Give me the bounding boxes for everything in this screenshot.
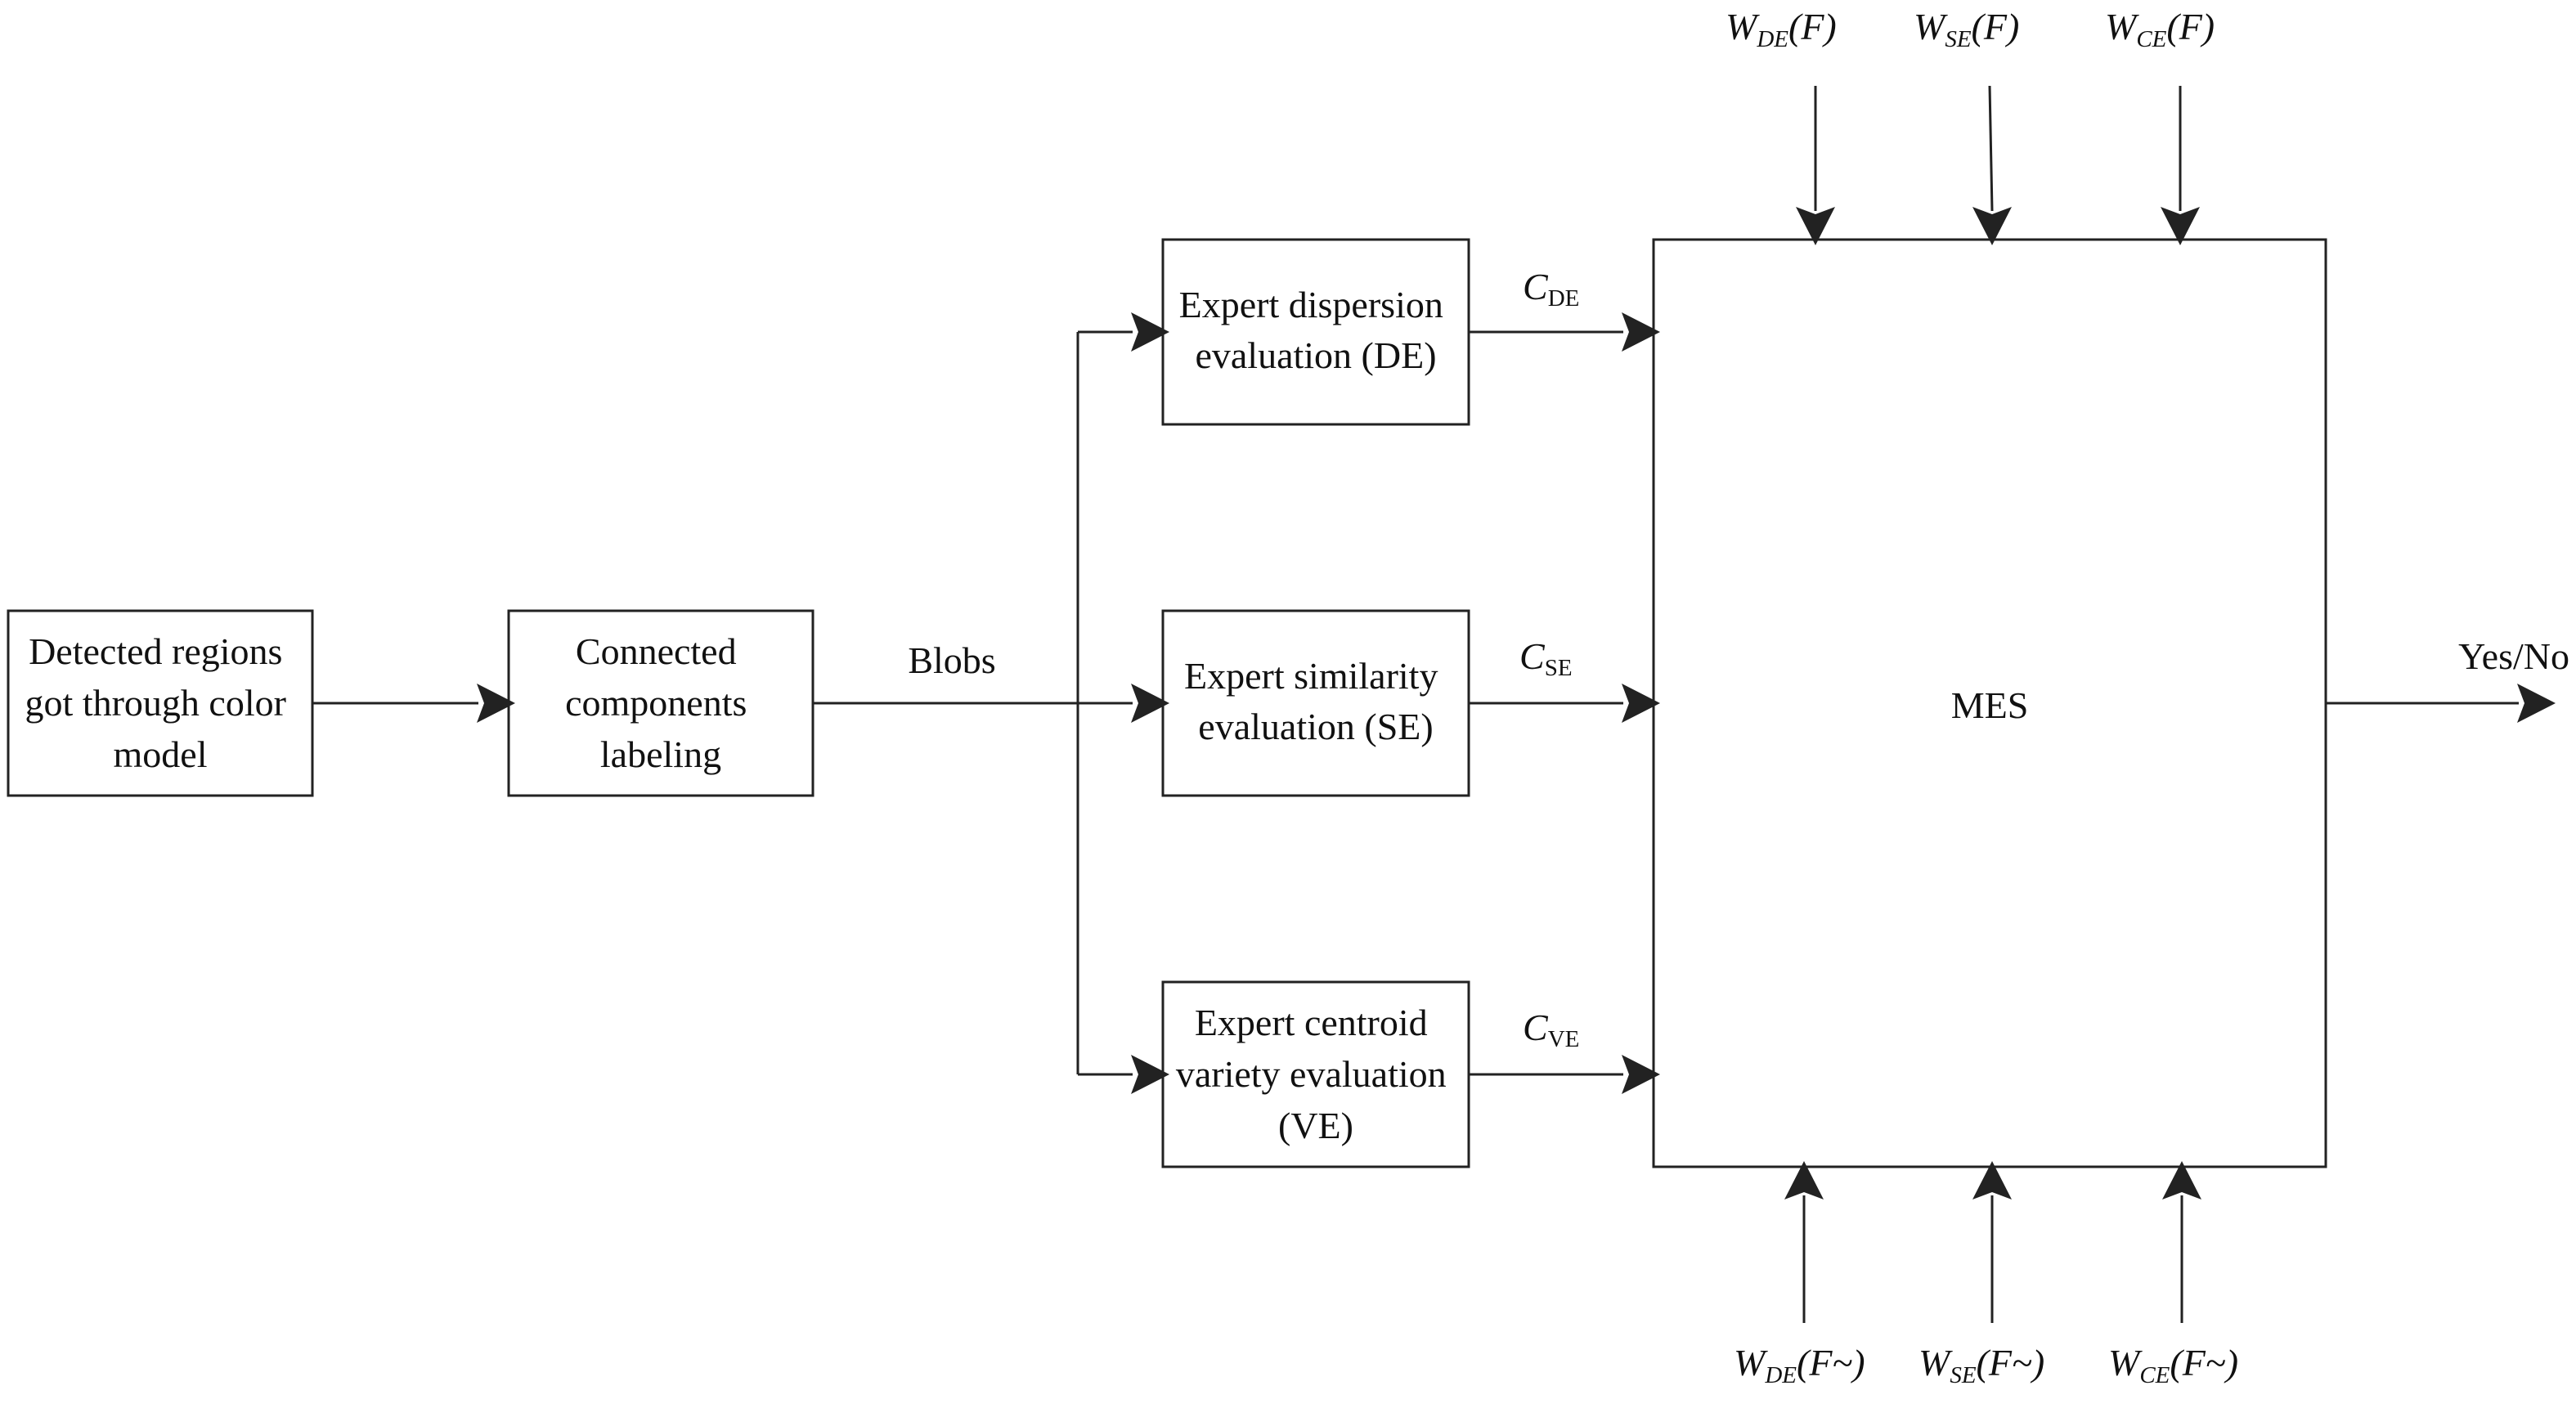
weight-bottom-ce-label: WCE(F~) (2108, 1342, 2238, 1388)
connected-components-box (507, 609, 815, 797)
weight-top-ce-label: WCE(F) (2105, 6, 2215, 52)
arrowhead-mes-de-icon (1622, 312, 1660, 352)
weight-top-se-label: WSE(F) (1914, 6, 2019, 52)
arrowhead-weight-top-se-icon (1972, 207, 2012, 245)
expert-de-box (1161, 238, 1470, 426)
arrowhead-weight-bottom-ce-icon (2162, 1161, 2201, 1199)
weight-bottom-se-label: WSE(F~) (1919, 1342, 2044, 1388)
confidence-se-label: CSE (1519, 635, 1573, 681)
expert-de-label: Expert dispersion evaluation (DE) (1179, 284, 1453, 376)
expert-ve-box (1161, 980, 1470, 1168)
arrowhead-output-icon (2517, 684, 2556, 723)
expert-ve-label: Expert centroid variety evaluation (VE) (1176, 1002, 1456, 1146)
arrowhead-weight-bottom-se-icon (1972, 1161, 2012, 1199)
blobs-label: Blobs (908, 639, 995, 681)
arrowhead-de-icon (1131, 312, 1169, 352)
arrowhead-mes-ve-icon (1622, 1055, 1660, 1094)
arrowhead-weight-bottom-de-icon (1784, 1161, 1824, 1199)
weight-top-de-label: WDE(F) (1726, 6, 1837, 52)
confidence-de-label: CDE (1523, 266, 1579, 312)
detected-regions-box (7, 609, 314, 797)
confidence-ve-label: CVE (1523, 1007, 1579, 1052)
detected-regions-label: Detected regions got through color model (25, 630, 296, 775)
arrowhead-ccl-icon (477, 684, 515, 723)
arrowhead-weight-top-de-icon (1796, 207, 1835, 245)
arrowhead-se-icon (1131, 684, 1169, 723)
arrowhead-ve-icon (1131, 1055, 1169, 1094)
arrowhead-mes-se-icon (1622, 684, 1660, 723)
expert-se-label: Expert similarity evaluation (SE) (1184, 655, 1447, 747)
arrowhead-weight-top-ce-icon (2161, 207, 2200, 245)
edge-weight-top-se (1988, 85, 1994, 212)
weight-bottom-de-label: WDE(F~) (1734, 1342, 1865, 1388)
expert-se-box (1161, 609, 1470, 797)
mes-label: MES (1951, 684, 2029, 726)
connected-components-label: Connected components labeling (565, 630, 756, 775)
mes-box (1652, 238, 2327, 1168)
output-label: Yes/No (2458, 635, 2569, 677)
